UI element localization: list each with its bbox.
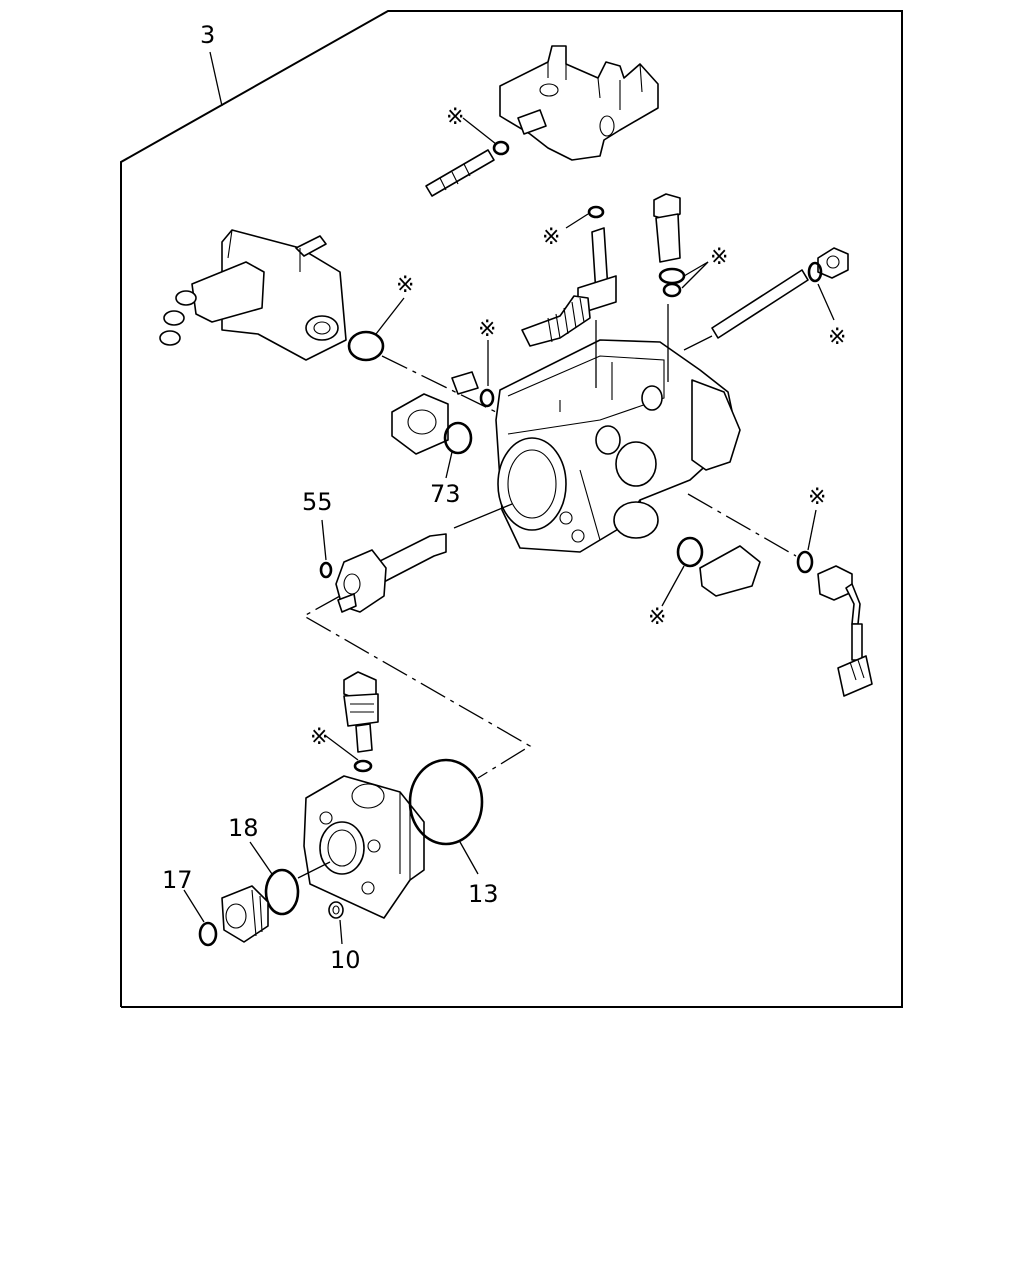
asterisk-mark-7: ※ [648,605,666,630]
asterisk-leader-1 [462,117,497,145]
side-gasket [613,501,659,539]
adjusting-screw [711,247,849,339]
callout-18: 18 [228,814,259,842]
asterisk-mark-8: ※ [808,485,826,510]
asterisk-mark-6: ※ [828,325,846,350]
callout-17: 17 [162,866,193,894]
plug-axis-line [297,861,331,879]
small-plug [451,371,479,395]
gasket-plate [391,393,449,455]
asterisk-leader-4 [565,213,589,229]
valve-oring-lower [353,759,373,773]
asterisk-mark-3: ※ [478,317,496,342]
sensor-oring [796,550,814,574]
screw-washer [807,261,823,283]
screw-axis-line [683,335,713,351]
pump-housing [495,339,741,553]
clip-55 [319,561,333,579]
callout-17-leader [183,889,205,923]
plug-washer [479,388,495,408]
sensor-plug [653,193,681,263]
asterisk-leader-6 [817,283,835,321]
asterisk-mark-2: ※ [396,273,414,298]
banjo-connector [425,149,495,197]
asterisk-mark-4: ※ [542,225,560,250]
delivery-valve [343,671,379,753]
washer-17 [198,921,218,947]
asterisk-leader-5b [681,261,709,289]
callout-10-leader [339,919,343,945]
callout-3: 3 [200,21,215,49]
asterisk-mark-5: ※ [710,245,728,270]
drive-shaft [335,533,447,613]
solenoid-oring [347,330,385,362]
sensor-axis-dash [687,493,797,557]
asterisk-mark-1: ※ [446,105,464,130]
side-cover-plate [699,545,761,597]
speed-sensor [817,565,873,697]
asterisk-leader-7 [661,565,685,607]
callout-10: 10 [330,946,361,974]
side-oring [676,536,704,568]
asterisk-mark-9: ※ [310,725,328,750]
cover-oring-seal [492,140,510,156]
callout-3-leader [209,51,223,107]
callout-73: 73 [430,480,461,508]
valve-oring-small [587,205,605,219]
callout-73-leader [445,451,453,479]
shaft-axis-line [453,503,513,529]
callout-13: 13 [468,880,499,908]
solenoid-axis-line [381,355,497,413]
callout-55: 55 [302,488,333,516]
regulator-plug [221,885,269,943]
callout-55-leader [321,519,327,561]
assembly-frame [120,10,903,1008]
asterisk-leader-2 [375,297,405,335]
governor-cover [499,45,659,161]
nut-10 [328,901,344,919]
solenoid-assembly [159,229,347,361]
regulator-cover [303,775,425,919]
asterisk-leader-5 [683,261,709,277]
asterisk-leader-9 [325,735,359,761]
oring-18 [264,868,300,916]
callout-13-leader [459,841,479,875]
lower-assembly-axis [302,595,532,779]
timer-valve [521,227,617,347]
oring-13 [408,758,484,846]
sensor-orings [658,267,686,298]
callout-18-leader [249,841,273,875]
oring-73 [443,421,473,455]
asterisk-leader-8 [807,509,817,551]
